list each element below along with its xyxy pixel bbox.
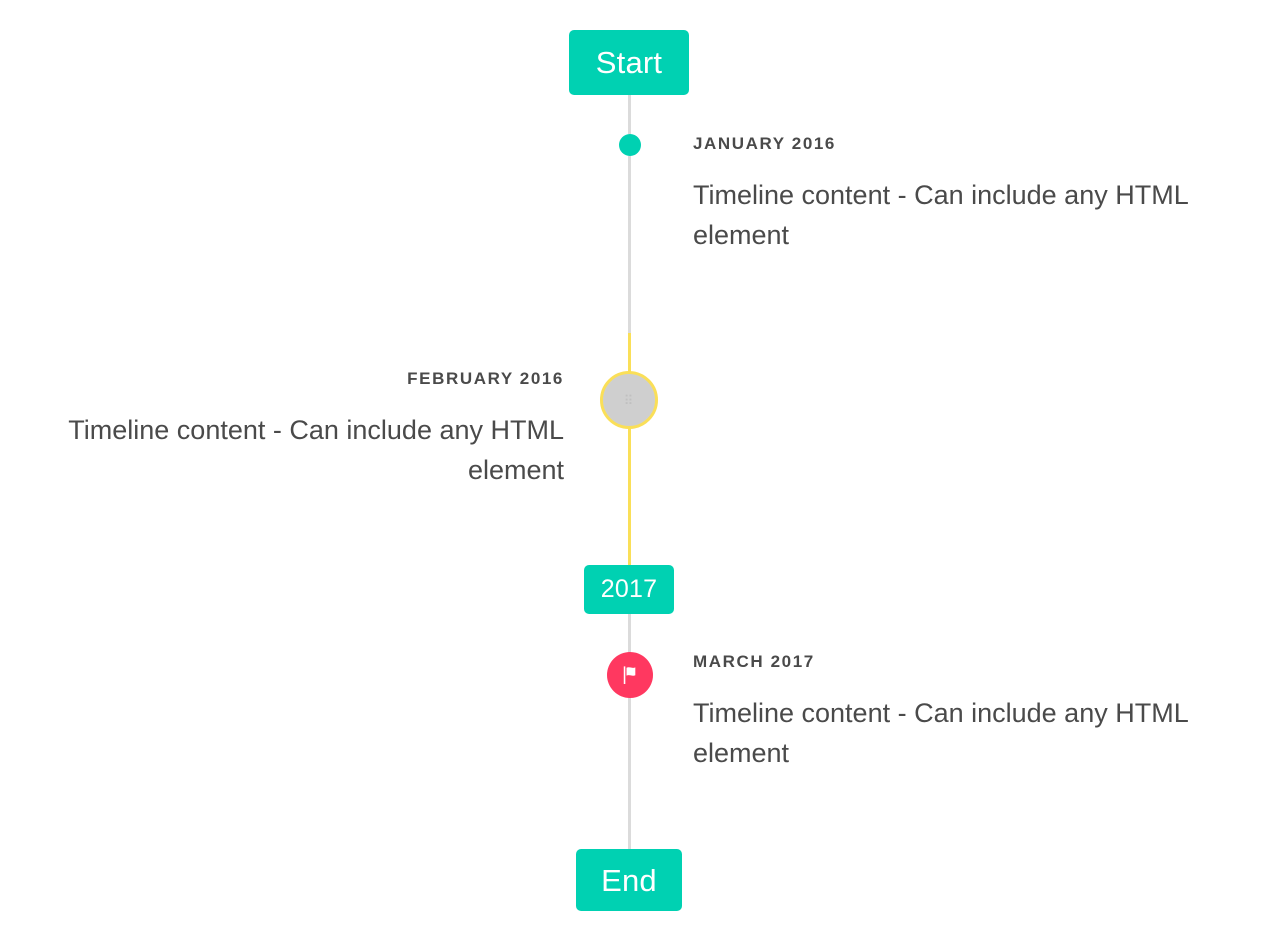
timeline-marker-ring[interactable]: ⠿: [600, 371, 658, 429]
timeline-rail-segment: [628, 697, 631, 852]
timeline-marker-dot[interactable]: [619, 134, 641, 156]
timeline-item-heading: MARCH 2017: [693, 652, 815, 671]
timeline-item-heading: FEBRUARY 2016: [407, 369, 564, 388]
timeline-header-start[interactable]: Start: [569, 30, 689, 95]
timeline-item-body: Timeline content - Can include any HTML …: [693, 698, 1188, 768]
timeline-header-2017[interactable]: 2017: [584, 565, 674, 614]
timeline-rail-segment-highlighted: [628, 333, 631, 565]
timeline-item-march: MARCH 2017 Timeline content - Can includ…: [693, 652, 1233, 773]
timeline-marker-flag[interactable]: [607, 652, 653, 698]
timeline-item-january: JANUARY 2016 Timeline content - Can incl…: [693, 134, 1233, 255]
timeline-item-heading: JANUARY 2016: [693, 134, 836, 153]
timeline-rail-segment: [628, 94, 631, 134]
timeline-footer-end[interactable]: End: [576, 849, 682, 911]
timeline-item-body: Timeline content - Can include any HTML …: [68, 415, 564, 485]
timeline-rail-segment: [628, 614, 631, 662]
timeline-item-february: FEBRUARY 2016 Timeline content - Can inc…: [24, 369, 564, 490]
broken-image-icon: ⠿: [623, 392, 635, 408]
flag-icon: [619, 664, 641, 686]
timeline-rail-segment: [628, 156, 631, 334]
timeline-item-body: Timeline content - Can include any HTML …: [693, 180, 1188, 250]
